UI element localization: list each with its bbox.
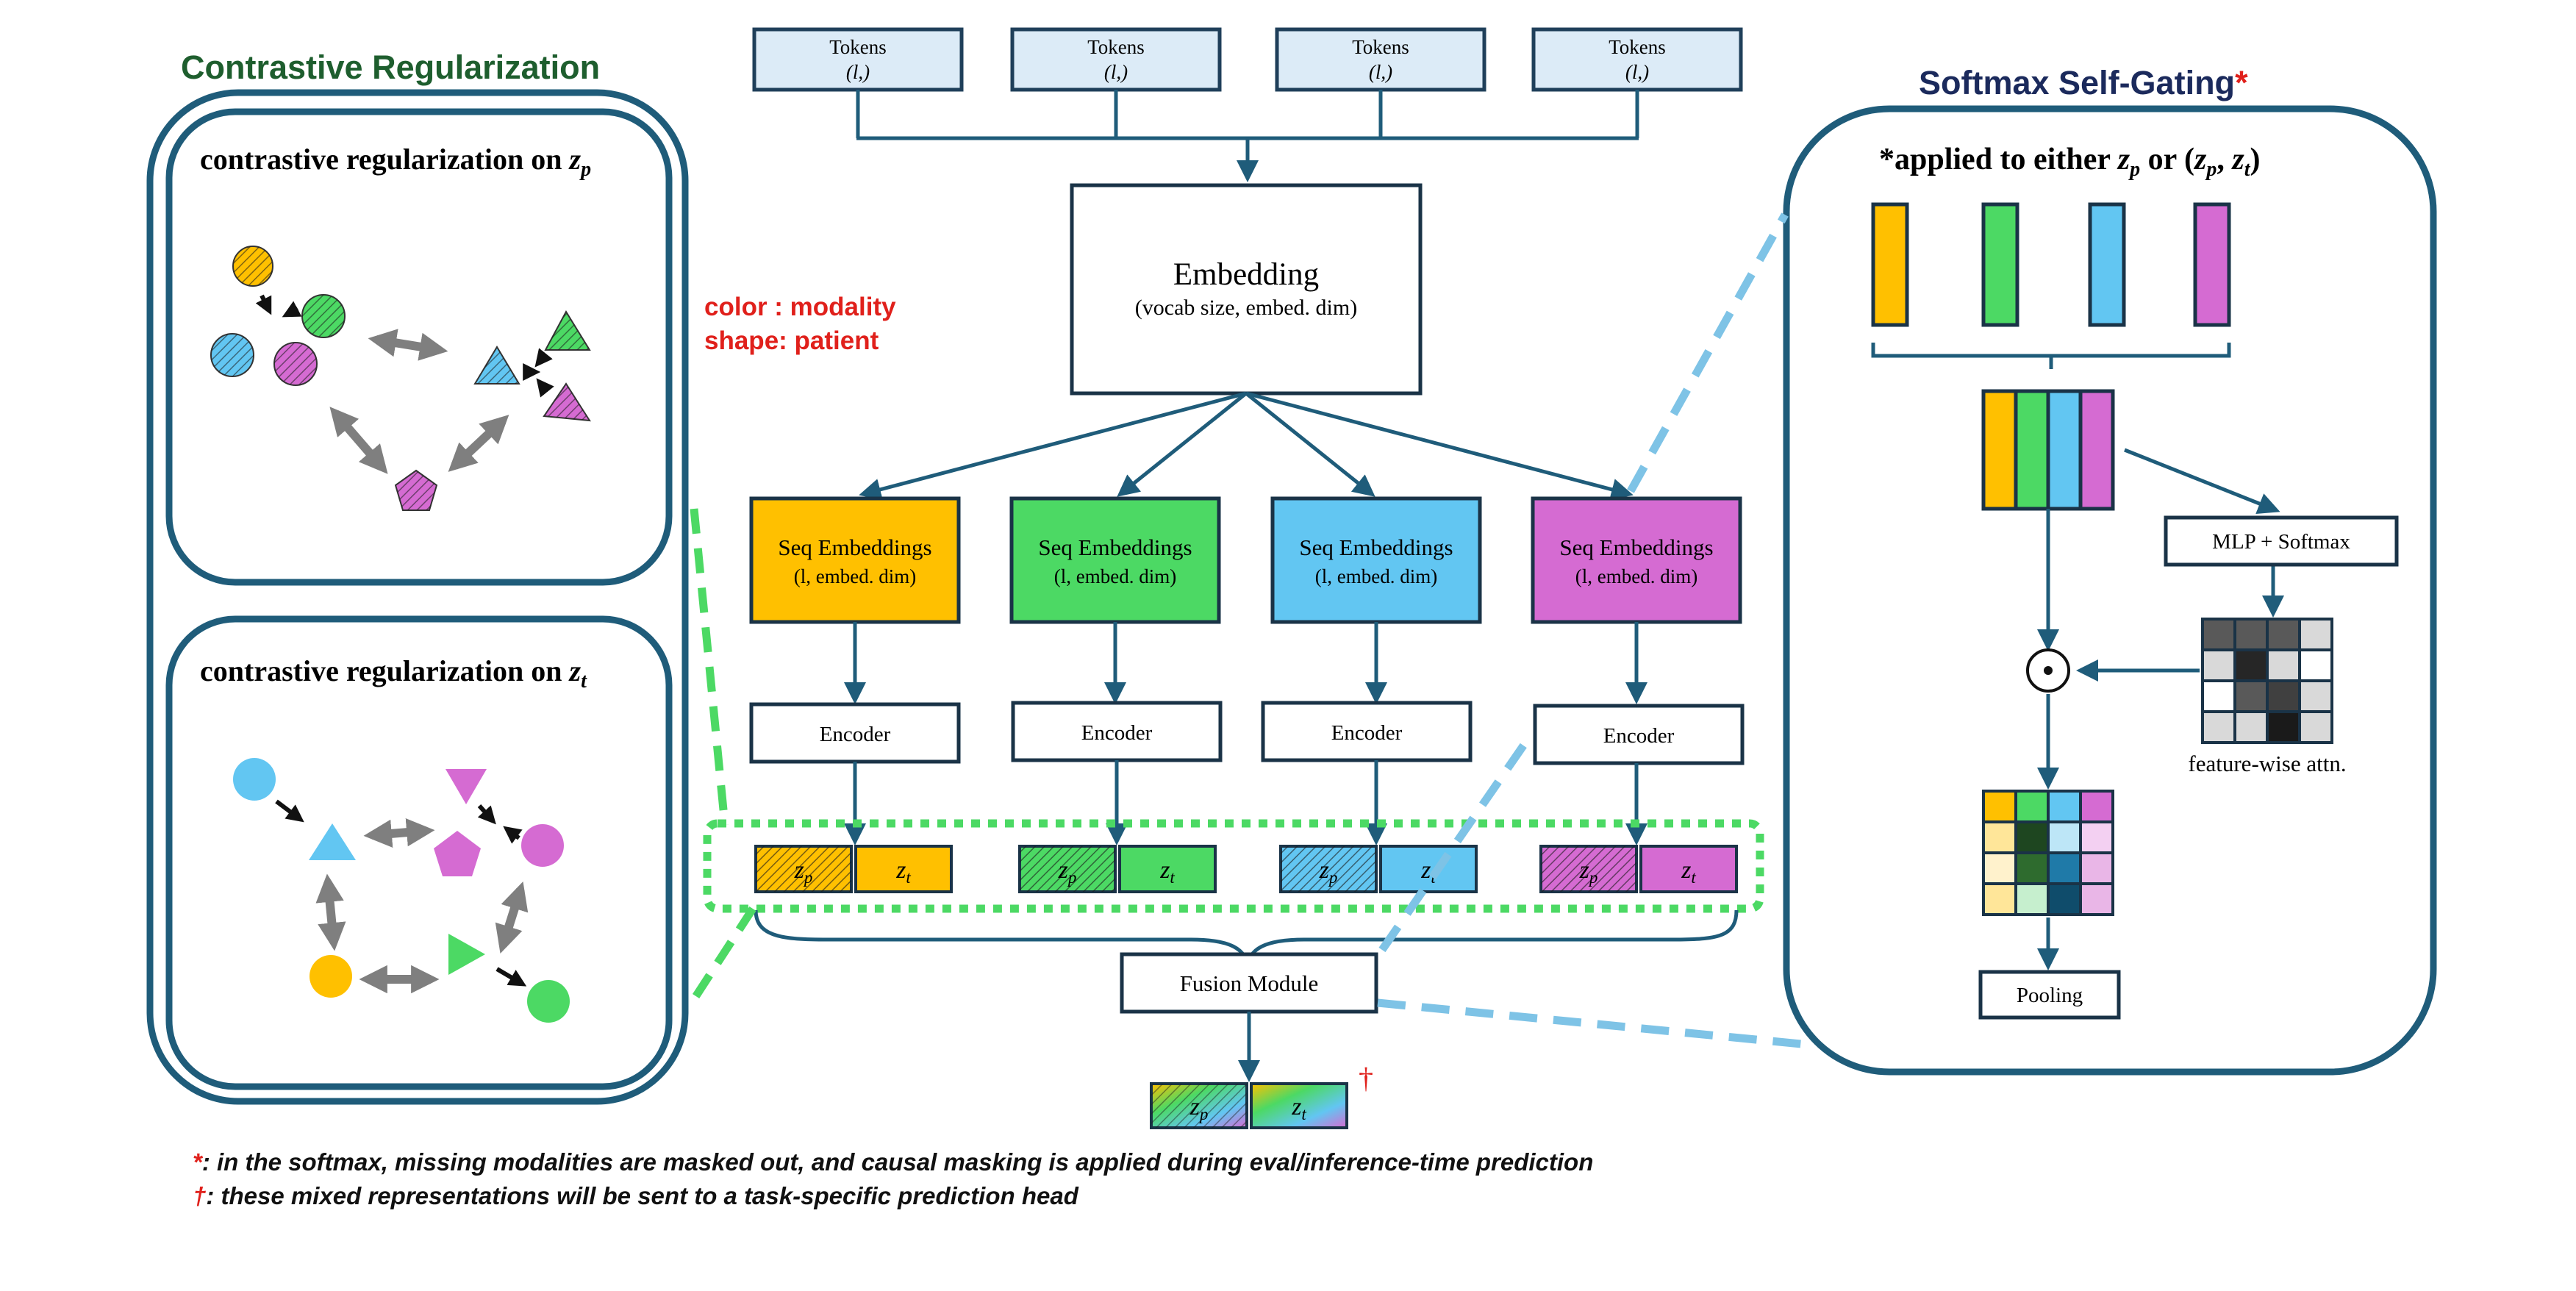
seq-label: Seq Embeddings — [778, 534, 931, 560]
attn-caption: feature-wise attn. — [2188, 751, 2346, 776]
footnote-softmax: *: in the softmax, missing modalities ar… — [193, 1148, 1593, 1176]
token-dim: (l,) — [1104, 61, 1128, 83]
token-label: Tokens — [1087, 36, 1145, 58]
legend-color: color : modality — [704, 293, 896, 321]
dagger-mark: † — [1359, 1062, 1373, 1095]
latent-pair-orange: zp zt — [754, 845, 953, 893]
gating-arrows — [2037, 448, 2284, 970]
encoder-3: Encoder — [1261, 701, 1473, 762]
seq-dims: (l, embed. dim) — [1054, 565, 1176, 587]
zp-label: zp — [794, 857, 813, 887]
seq-embedding-blue: Seq Embeddings (l, embed. dim) — [1270, 496, 1482, 624]
embedding-title: Embedding — [1173, 257, 1319, 292]
pooling-box: Pooling — [1978, 970, 2121, 1020]
seq-embedding-orange: Seq Embeddings (l, embed. dim) — [749, 496, 961, 624]
token-dim: (l,) — [846, 61, 870, 83]
gating-link-bottom — [1377, 998, 1802, 1048]
seq-dims: (l, embed. dim) — [1315, 565, 1437, 587]
contrastive-title: Contrastive Regularization — [181, 49, 600, 86]
token-dim: (l,) — [1369, 61, 1392, 83]
seq-dims: (l, embed. dim) — [794, 565, 916, 587]
contrastive-panel-outer — [146, 89, 689, 1105]
zp-repel-arrows — [329, 329, 509, 474]
encoder-2: Encoder — [1011, 701, 1223, 762]
gating-link-top — [1627, 212, 1789, 493]
fused-output-pair: zp zt — [1150, 1082, 1348, 1129]
feature-attention-matrix — [2201, 618, 2333, 744]
contrastive-link-top — [690, 508, 729, 826]
pooling-label: Pooling — [2017, 984, 2083, 1007]
token-box-2: Tokens (l,) — [1010, 27, 1222, 92]
token-box-1: Tokens (l,) — [752, 27, 964, 92]
zp-panel — [165, 108, 673, 586]
seq-embedding-green: Seq Embeddings (l, embed. dim) — [1009, 496, 1221, 624]
encoder-label: Encoder — [1331, 721, 1403, 745]
latent-pair-magenta: zp zt — [1539, 845, 1738, 893]
gating-link-mid — [1378, 732, 1534, 953]
contrastive-link-bottom — [692, 906, 756, 999]
seq-label: Seq Embeddings — [1038, 534, 1192, 560]
zt-label: zt — [1159, 857, 1175, 887]
encoder-to-latent-arrows — [844, 760, 1647, 845]
mlp-label: MLP + Softmax — [2212, 530, 2350, 554]
legend-shape: shape: patient — [704, 326, 879, 355]
encoder-label: Encoder — [1603, 724, 1675, 748]
token-label: Tokens — [1352, 36, 1409, 58]
fusion-label: Fusion Module — [1180, 970, 1319, 996]
token-dim: (l,) — [1625, 61, 1649, 83]
seq-embedding-magenta: Seq Embeddings (l, embed. dim) — [1531, 496, 1742, 624]
latent-pair-green: zp zt — [1018, 845, 1217, 893]
mlp-softmax-box: MLP + Softmax — [2164, 515, 2399, 567]
token-box-4: Tokens (l,) — [1531, 27, 1743, 92]
token-box-3: Tokens (l,) — [1275, 27, 1486, 92]
token-label: Tokens — [829, 36, 887, 58]
zt-label: zt — [1681, 857, 1696, 887]
seq-dims: (l, embed. dim) — [1575, 565, 1697, 587]
token-label: Tokens — [1609, 36, 1666, 58]
zp-patient-circles — [210, 246, 346, 386]
zp-panel-title: contrastive regularization on zp — [200, 143, 591, 181]
gating-stack-brace — [1871, 343, 2231, 369]
fusion-module-box: Fusion Module — [1120, 952, 1378, 1014]
gating-applied-note: *applied to either zp or (zp, zt) — [1879, 143, 2260, 181]
zt-label: zt — [895, 857, 911, 887]
zt-repel-arrows — [315, 818, 529, 994]
seq-label: Seq Embeddings — [1559, 534, 1713, 560]
encoder-4: Encoder — [1533, 704, 1745, 765]
zp-label: zp — [1579, 857, 1598, 887]
encoder-label: Encoder — [1081, 721, 1153, 745]
zt-panel — [165, 615, 673, 1090]
gating-modality-vectors — [1871, 202, 2231, 327]
token-merge-connector — [856, 90, 1639, 182]
latent-group-outline — [703, 819, 1764, 913]
seq-label: Seq Embeddings — [1299, 534, 1453, 560]
hadamard-product-node — [2026, 648, 2070, 693]
zp-patient-triangles — [473, 310, 591, 422]
zt-panel-title: contrastive regularization on zt — [200, 654, 587, 693]
zp-label: zp — [1189, 1093, 1209, 1123]
seq-to-encoder-arrows — [844, 622, 1647, 704]
gating-panel — [1783, 105, 2437, 1076]
zp-label: zp — [1058, 857, 1077, 887]
zp-patient-pentagon — [394, 469, 438, 511]
zt-patient-shapes — [233, 758, 570, 1023]
zt-label: zt — [1291, 1093, 1306, 1123]
gated-feature-matrix — [1982, 790, 2114, 916]
gating-title: Softmax Self-Gating* — [1919, 64, 2248, 101]
encoder-1: Encoder — [749, 702, 961, 764]
embedding-box: Embedding (vocab size, embed. dim) — [1070, 183, 1423, 396]
embedding-to-seq-arrows — [859, 391, 1634, 501]
footnote-dagger: †: these mixed representations will be s… — [193, 1182, 1079, 1209]
latent-pair-blue: zp zt — [1279, 845, 1478, 893]
zp-label: zp — [1319, 857, 1338, 887]
embedding-dims: (vocab size, embed. dim) — [1135, 296, 1357, 320]
stacked-feature-matrix — [1981, 389, 2115, 511]
encoder-label: Encoder — [820, 723, 891, 746]
